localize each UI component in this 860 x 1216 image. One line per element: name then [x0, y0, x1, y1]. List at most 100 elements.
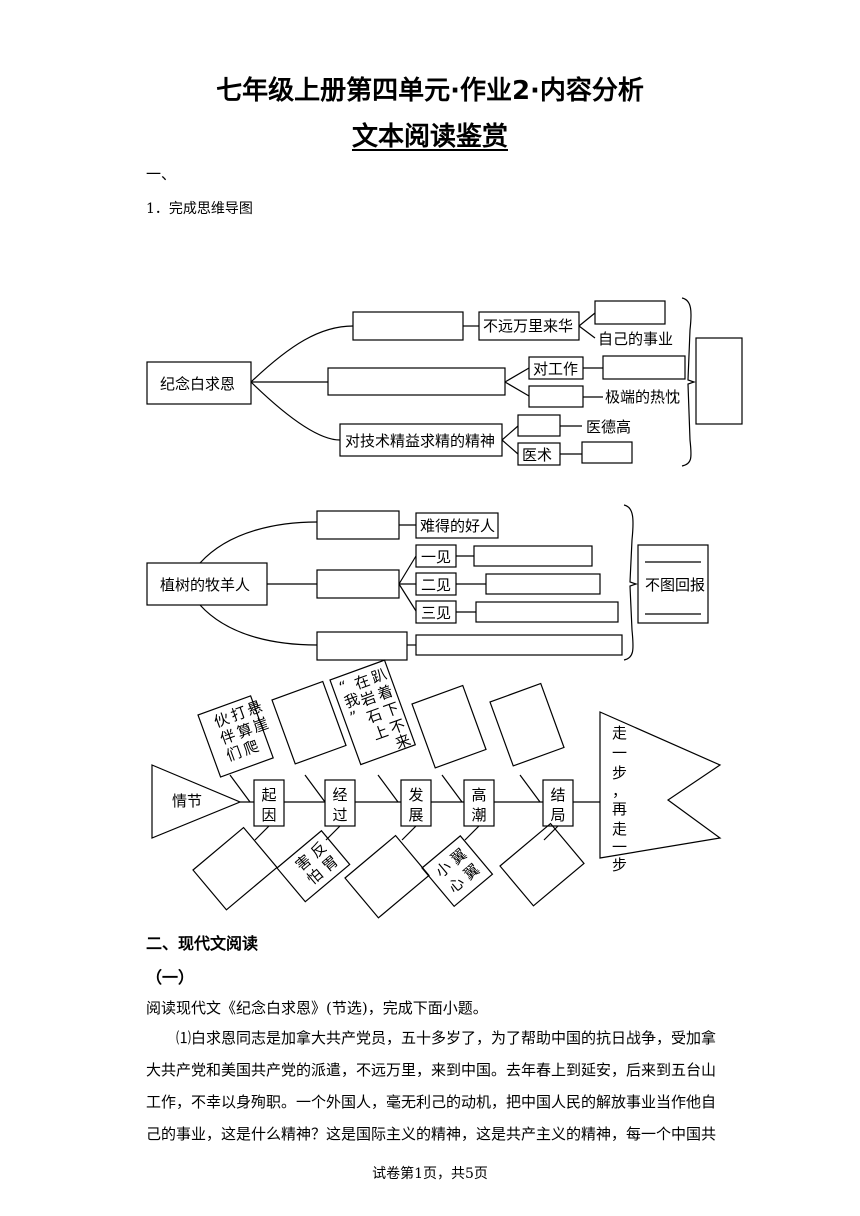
svg-text:结: 结: [550, 786, 565, 804]
svg-text:崖: 崖: [251, 714, 271, 736]
blank-box: [327, 367, 506, 396]
upper-box-4: [411, 684, 487, 769]
svg-text:展: 展: [408, 806, 423, 824]
meet1-label: 一见: [421, 548, 451, 566]
lower-box-2: 害怕 反胃: [276, 829, 351, 903]
svg-text:下: 下: [381, 699, 401, 721]
svg-text:悬: 悬: [244, 697, 264, 719]
svg-text:走: 走: [612, 724, 627, 742]
svg-text:着: 着: [375, 682, 395, 704]
svg-text:趴: 趴: [369, 665, 389, 687]
blank-box: [475, 601, 619, 623]
blank-box: [581, 441, 633, 464]
section-2-sub: （一）: [146, 968, 195, 987]
meet2-label: 二见: [421, 576, 451, 594]
label-box: [415, 512, 499, 539]
svg-text:在: 在: [352, 671, 372, 693]
blank-box: [316, 631, 408, 661]
svg-text:一: 一: [612, 744, 627, 762]
svg-text:，: ，: [612, 782, 627, 800]
lower-box-1: [192, 826, 278, 911]
blank-box: [594, 300, 666, 325]
svg-text:不: 不: [387, 716, 407, 738]
svg-text:发: 发: [408, 786, 423, 804]
meet3-label: 三见: [421, 604, 451, 622]
section-2-heading: 二、现代文阅读: [146, 934, 259, 953]
blank-box: [602, 355, 686, 380]
svg-text:步: 步: [612, 856, 627, 874]
blank-box: [695, 337, 743, 425]
svg-text:爬: 爬: [241, 737, 261, 759]
connector: [250, 325, 354, 383]
blank-box: [415, 634, 623, 656]
branch3-label: 对技术精益求精的精神: [345, 432, 495, 450]
root-label: 纪念白求恩: [160, 375, 235, 393]
blank-box: [352, 311, 464, 341]
svg-text:因: 因: [261, 806, 276, 824]
svg-text:步: 步: [612, 764, 627, 782]
branch1-label: 难得的好人: [420, 517, 495, 535]
blank-box: [517, 414, 561, 437]
svg-text:岩: 岩: [358, 688, 378, 710]
root-label: 植树的牧羊人: [160, 576, 250, 594]
paragraph-1: ⑴白求恩同志是加拿大共产党员，五十多岁了，为了帮助中国的抗日战争，受加拿大共产党…: [146, 1029, 717, 1143]
fish-tail-label: 情节: [172, 792, 202, 810]
svg-text:石: 石: [364, 705, 384, 727]
svg-text:来: 来: [393, 731, 413, 753]
svg-text:我: 我: [342, 690, 362, 712]
blank-box: [316, 510, 400, 540]
mind-map-bethune: 纪念白求恩 不远万里来华 自己的事业 对工作 极端的热忱 对技术精益求精的精神 …: [146, 297, 743, 467]
page-subtitle: 文本阅读鉴赏: [351, 122, 508, 152]
fish-head: [599, 711, 722, 859]
mind-map-shepherd: 植树的牧羊人 难得的好人 一见 二见 三见 不图回报: [146, 504, 709, 661]
stage-box: [253, 779, 285, 827]
brace: [681, 297, 696, 467]
svg-text:局: 局: [550, 806, 565, 824]
branch2-leaf: 极端的热忱: [605, 388, 680, 406]
fishbone-diagram: 情节 起 因 经 过 发 展 高 潮 结 局 走 一 步 ， 再 走 一 步 伙…: [151, 659, 722, 919]
svg-text:伙: 伙: [212, 709, 232, 731]
upper-box-1: 伙伴们 打算爬 悬崖: [197, 695, 274, 778]
branch3-label2: 医术: [522, 446, 552, 464]
svg-text:走: 走: [612, 820, 627, 838]
blank-box: [473, 545, 593, 567]
svg-text:一: 一: [612, 838, 627, 856]
stage-box: [542, 779, 574, 827]
lower-box-5: [499, 822, 585, 907]
connector: [250, 381, 341, 441]
svg-text:起: 起: [261, 786, 276, 804]
svg-text:打: 打: [228, 703, 248, 725]
svg-text:潮: 潮: [471, 806, 486, 824]
conclusion-box: [637, 544, 709, 624]
lower-box-3: [344, 834, 430, 919]
svg-text:”: ”: [347, 707, 360, 727]
svg-text:过: 过: [332, 806, 347, 824]
blank-box: [528, 385, 584, 408]
branch1-leaf: 自己的事业: [598, 330, 673, 348]
reading-passage: ⑴白求恩同志是加拿大共产党员，五十多岁了，为了帮助中国的抗日战争，受加拿大共产党…: [146, 1022, 716, 1150]
page-footer: 试卷第1页，共5页: [372, 1166, 488, 1182]
branch1-label: 不远万里来华: [483, 317, 573, 335]
svg-text:经: 经: [332, 786, 347, 804]
conclusion-label: 不图回报: [645, 576, 705, 594]
svg-text:们: 们: [224, 743, 244, 765]
section-1-heading: 一、: [146, 165, 177, 183]
stage-box: [463, 779, 495, 827]
svg-text:上: 上: [371, 722, 391, 744]
svg-text:伴: 伴: [218, 726, 238, 748]
lower-box-4: 小心 翼翼: [421, 835, 494, 908]
question-1: 1．完成思维导图: [146, 201, 253, 217]
root-box: [146, 361, 252, 405]
brace: [623, 504, 638, 661]
branch2-label: 对工作: [533, 360, 578, 378]
upper-box-2: [271, 680, 347, 765]
blank-box: [485, 573, 601, 595]
reading-instruction: 阅读现代文《纪念白求恩》(节选)，完成下面小题。: [146, 999, 488, 1017]
upper-box-5: [489, 682, 565, 767]
svg-text:算: 算: [235, 720, 255, 742]
blank-box: [316, 569, 400, 599]
svg-text:高: 高: [471, 786, 486, 804]
page-title: 七年级上册第四单元·作业2·内容分析: [216, 76, 644, 106]
